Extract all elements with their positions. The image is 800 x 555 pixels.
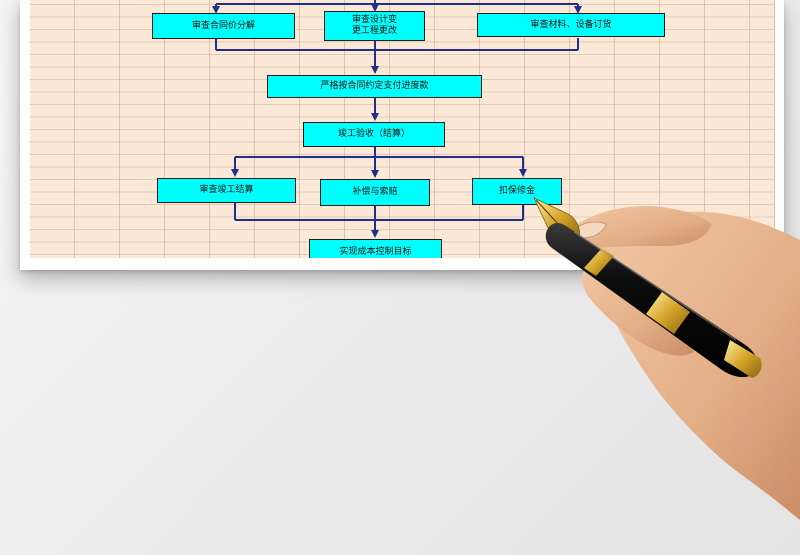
flow-node-completion-acceptance: 竣工验收（结算） [303,122,445,147]
node-label: 竣工验收（结算） [337,129,410,139]
node-label: 扣保修金 [498,186,535,196]
node-label: 审查材料、设备订货 [530,19,612,30]
node-label: 实现成本控制目标 [339,246,412,257]
node-label: 审查合同价分解 [191,20,255,31]
flowchart-connectors [212,0,582,238]
hand-palm [591,211,800,521]
pen-gold-band-2 [646,292,690,334]
node-label-line-2: 更工程更改 [351,26,397,36]
flow-node-retention-money: 扣保修金 [472,178,562,205]
flow-node-review-materials-equipment: 审查材料、设备订货 [477,13,665,37]
node-label: 补偿与索赔 [352,187,398,197]
flow-node-progress-payment: 严格按合同约定支付进度款 [267,75,482,98]
flow-node-compensation-claims: 补偿与索赔 [320,179,430,206]
hand-index-finger [568,206,712,249]
flow-node-review-final-settlement: 审查竣工结算 [157,178,296,203]
node-label: 严格按合同约定支付进度款 [320,81,429,91]
node-label-line-1: 审查设计变 [351,15,397,25]
flow-node-review-contract-price: 审查合同价分解 [152,13,295,39]
pen-gold-band-1 [584,248,614,276]
node-label: 审查竣工结算 [199,185,254,195]
flow-node-review-design-change: 审查设计变 更工程更改 [324,11,425,41]
flow-node-cost-control-target: 实现成本控制目标 [309,239,442,258]
pen-gold-cap [724,340,762,378]
paper-card: 审查合同价分解 审查设计变 更工程更改 审查材料、设备订货 严格按合同约定支付进… [20,0,784,270]
